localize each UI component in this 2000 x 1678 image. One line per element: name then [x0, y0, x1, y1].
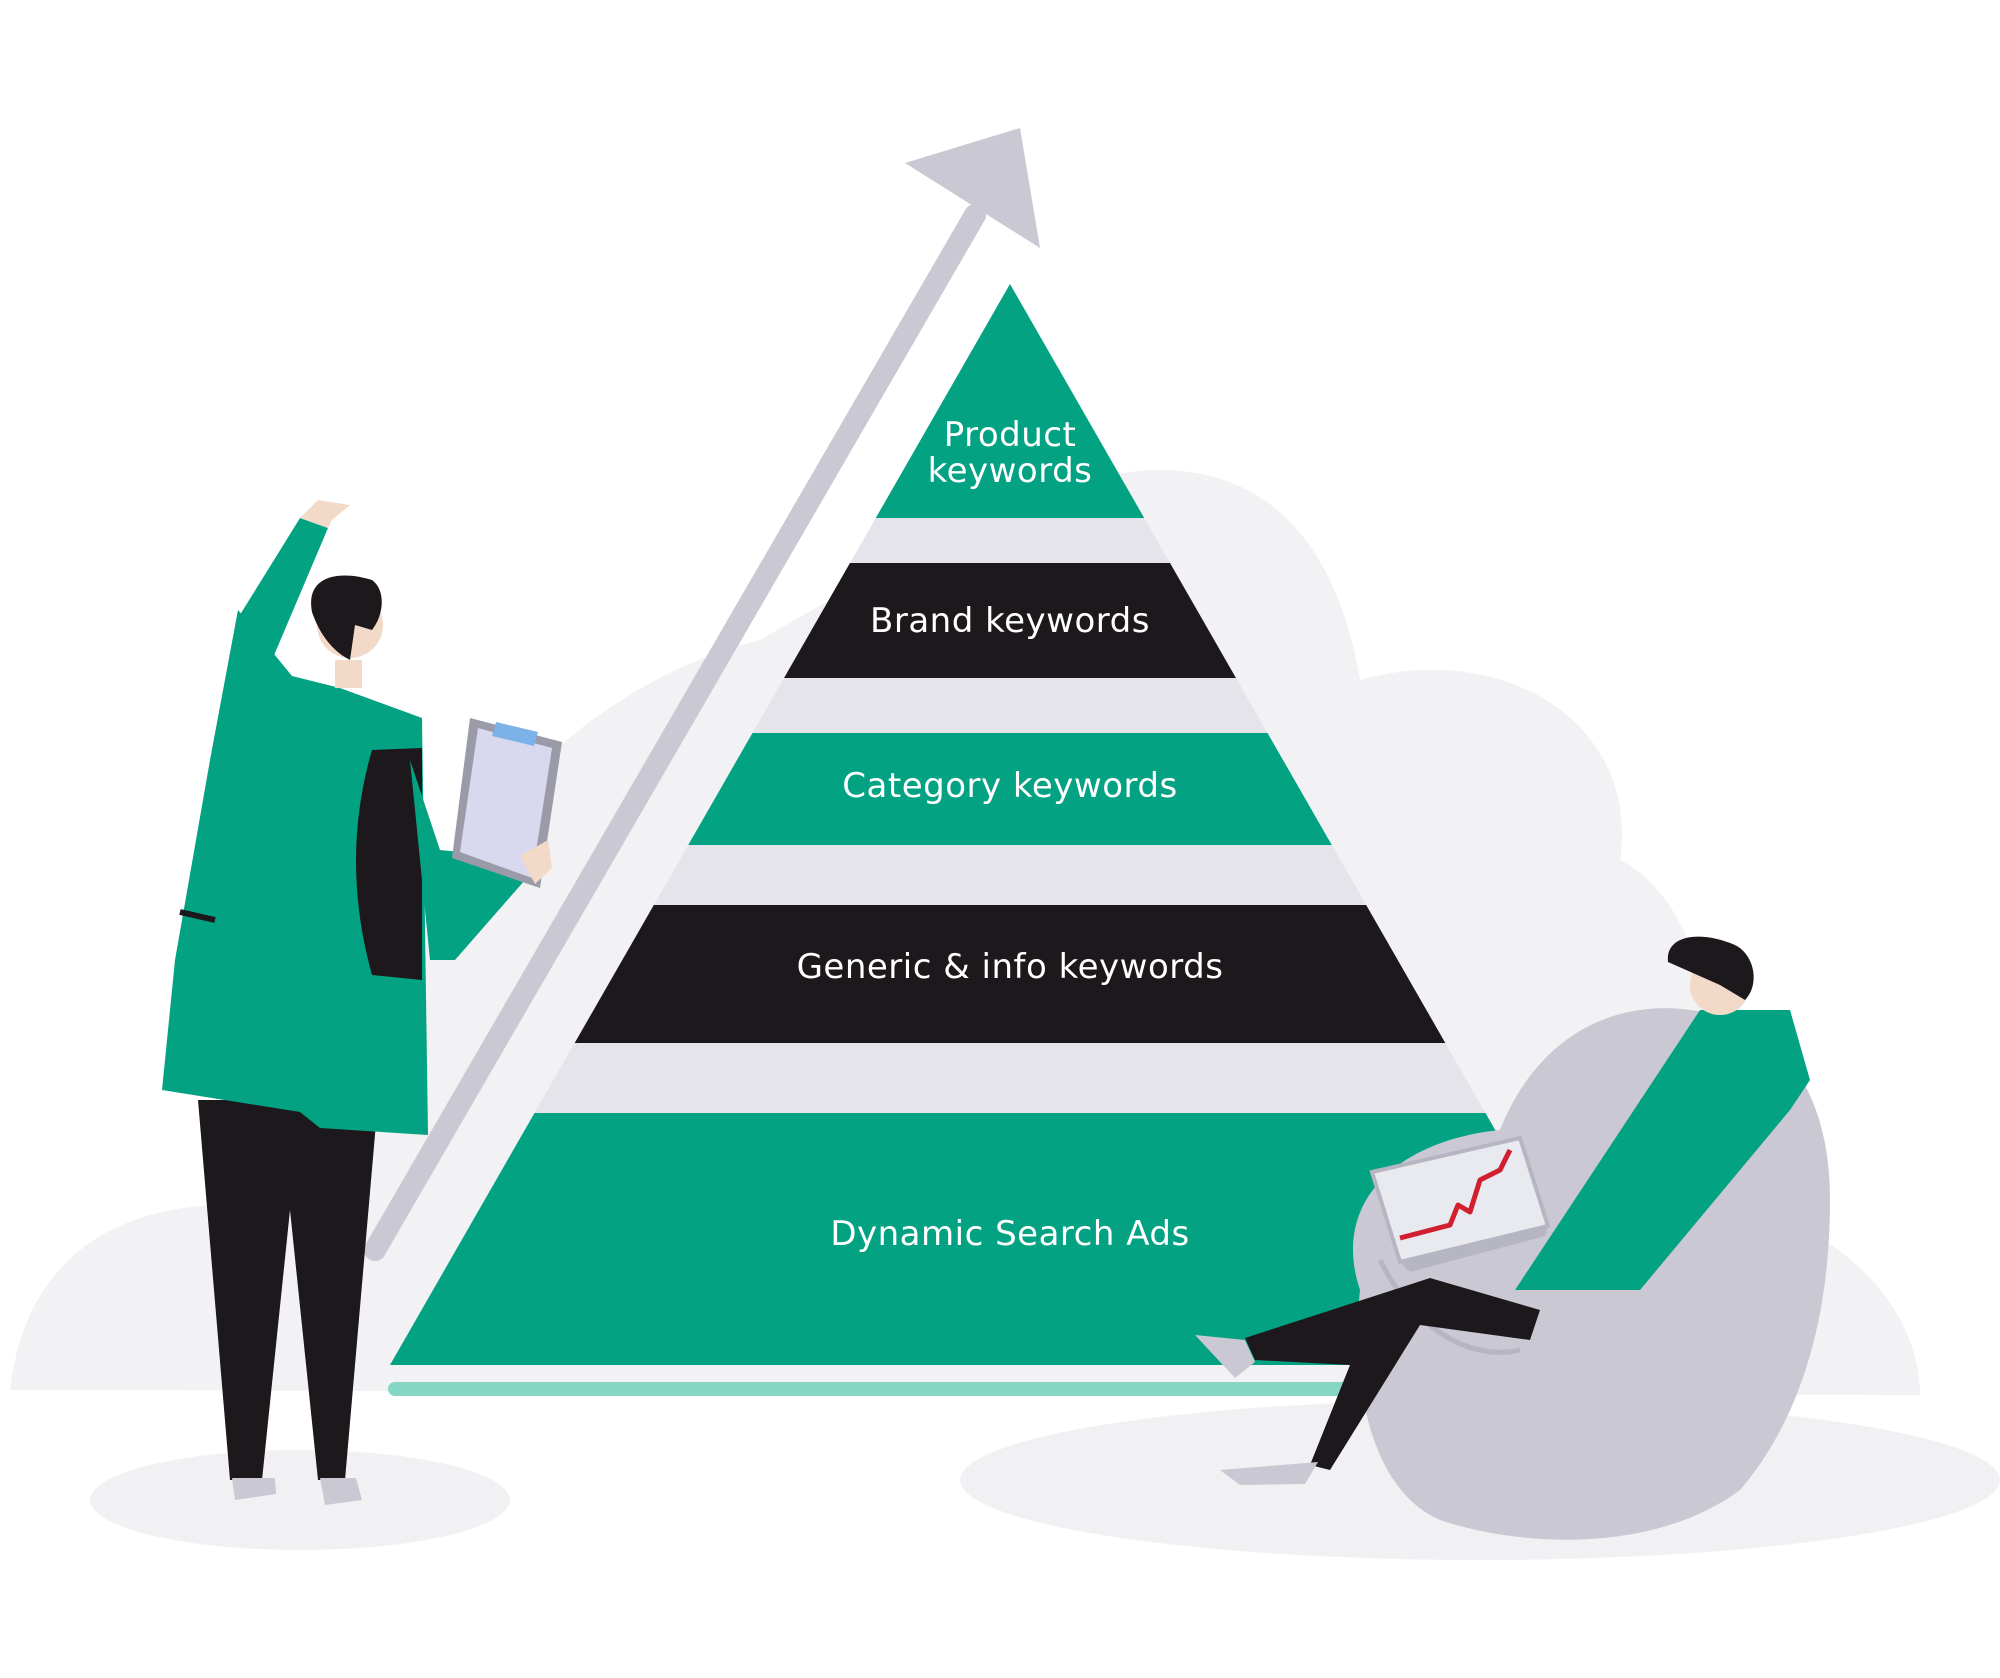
pyramid-tier-1-label: keywords: [928, 451, 1093, 491]
laptop-chart-icon: [1369, 1135, 1551, 1272]
pyramid-tier-4: [574, 905, 1446, 1043]
pyramid-tier-4-label: Generic & info keywords: [797, 947, 1224, 987]
sitting-person-legs: [1245, 1278, 1540, 1470]
sitting-person: [1195, 936, 1830, 1540]
pyramid-tier-2: [784, 563, 1236, 678]
ground-shadow-left: [90, 1450, 510, 1550]
growth-arrow-icon: [364, 128, 1040, 1261]
pyramid-tier-2-label: Brand keywords: [870, 601, 1150, 641]
pyramid-base: [388, 1382, 1508, 1396]
clipboard-icon: [452, 718, 562, 888]
pyramid-tier-5-label: Dynamic Search Ads: [830, 1214, 1189, 1254]
standing-person: [162, 500, 562, 1505]
pyramid-tier-1-label: Product: [944, 415, 1077, 455]
pyramid-tier-3-label: Category keywords: [842, 766, 1177, 806]
standing-person-jacket: [162, 610, 428, 1135]
standing-person-raised-arm: [238, 518, 328, 660]
pyramid-tier-5: [390, 1113, 1630, 1365]
pyramid-tier-1: [875, 284, 1145, 518]
standing-person-legs: [198, 1100, 378, 1480]
pyramid-tier-3: [688, 733, 1332, 845]
